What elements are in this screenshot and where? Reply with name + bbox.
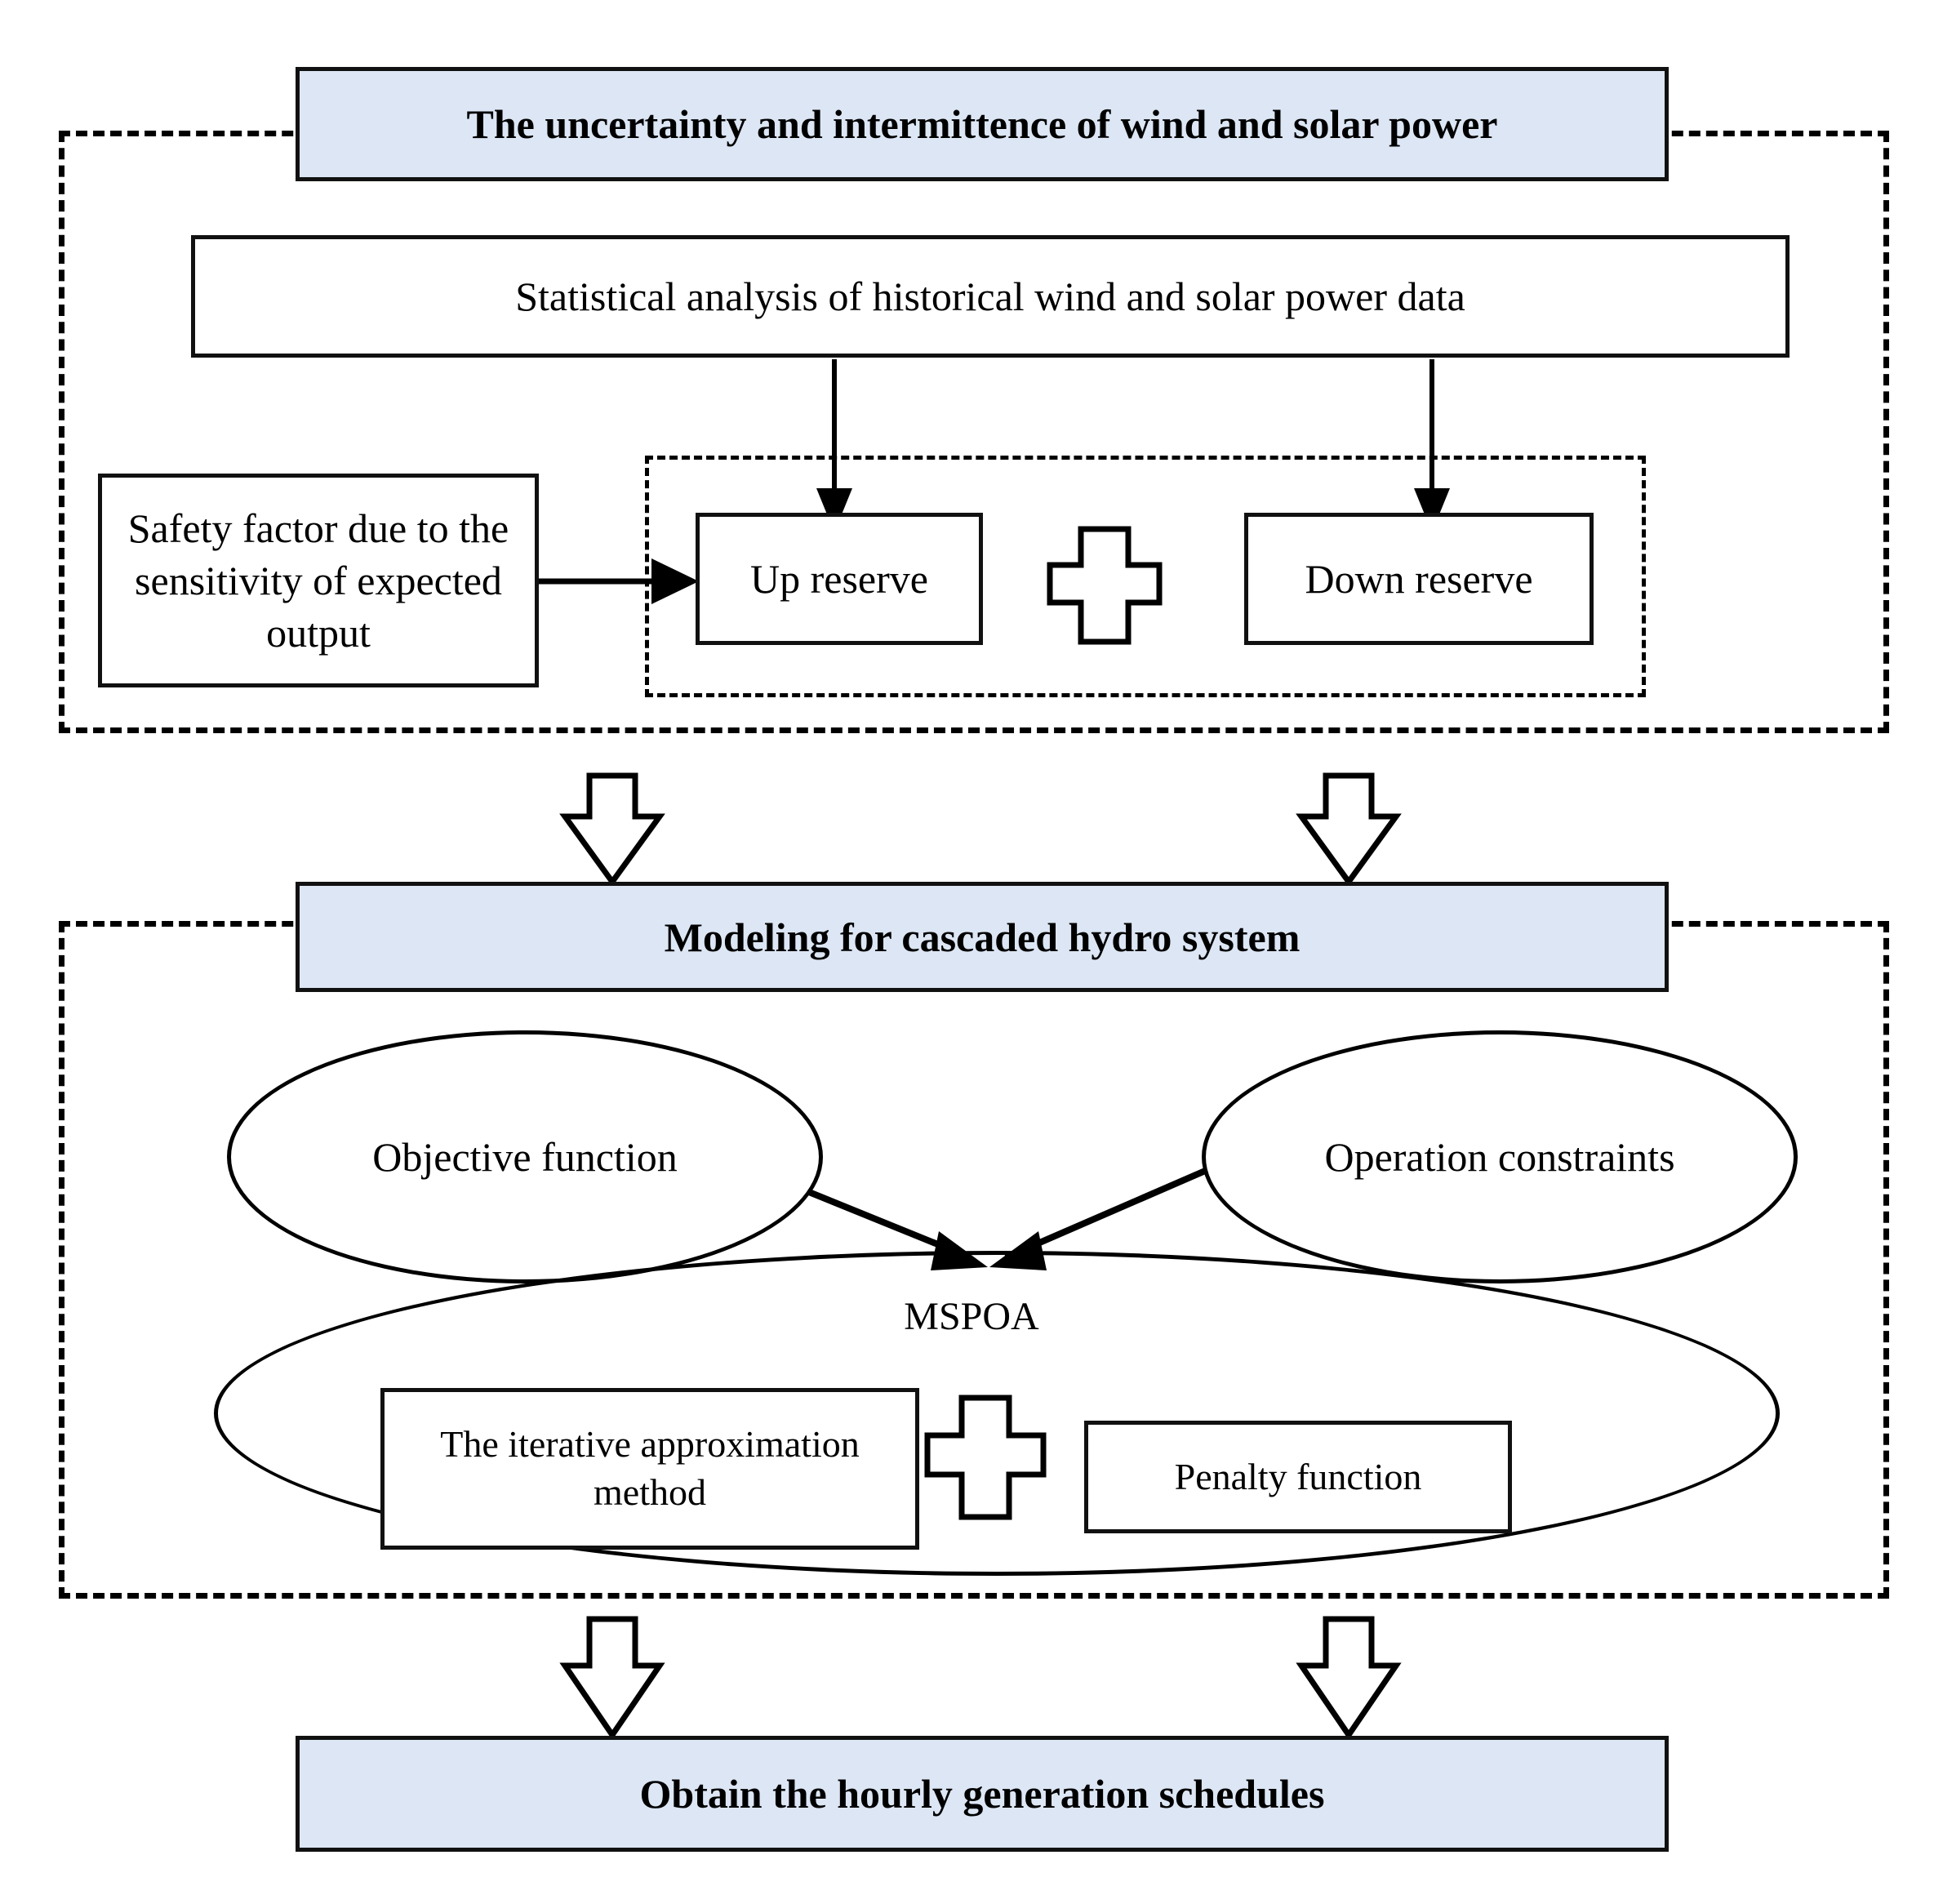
iterative-method-box: The iterative approximation method [380, 1388, 919, 1550]
up-reserve-box: Up reserve [696, 513, 983, 645]
header-band-uncertainty-label: The uncertainty and intermittence of win… [466, 101, 1498, 147]
objective-function-ellipse: Objective function [227, 1030, 823, 1283]
objective-function-label: Objective function [372, 1134, 678, 1180]
penalty-function-label: Penalty function [1174, 1455, 1422, 1497]
statistical-analysis-box: Statistical analysis of historical wind … [191, 235, 1790, 358]
header-band-modeling-label: Modeling for cascaded hydro system [664, 914, 1301, 960]
safety-factor-label: Safety factor due to the sensitivity of … [127, 505, 509, 656]
header-band-modeling: Modeling for cascaded hydro system [296, 882, 1669, 992]
operation-constraints-label: Operation constraints [1324, 1134, 1675, 1180]
block-arrow-down-left-1 [559, 772, 665, 887]
safety-factor-box: Safety factor due to the sensitivity of … [98, 474, 539, 687]
block-arrow-down-left-2 [559, 1616, 665, 1741]
down-reserve-box: Down reserve [1244, 513, 1594, 645]
header-band-output: Obtain the hourly generation schedules [296, 1736, 1669, 1852]
statistical-analysis-label: Statistical analysis of historical wind … [515, 274, 1465, 319]
mspoa-label-wrap: MSPOA [784, 1292, 1159, 1342]
iterative-method-label: The iterative approximation method [440, 1423, 860, 1513]
penalty-function-box: Penalty function [1084, 1421, 1512, 1533]
up-reserve-label: Up reserve [750, 556, 928, 602]
block-arrow-down-right-1 [1296, 772, 1402, 887]
block-arrow-down-right-2 [1296, 1616, 1402, 1741]
operation-constraints-ellipse: Operation constraints [1202, 1030, 1798, 1283]
header-band-output-label: Obtain the hourly generation schedules [639, 1771, 1325, 1817]
reserve-group-frame [645, 456, 1646, 697]
mspoa-ellipse [214, 1251, 1780, 1576]
mspoa-label: MSPOA [904, 1295, 1039, 1338]
header-band-uncertainty: The uncertainty and intermittence of win… [296, 67, 1669, 181]
down-reserve-label: Down reserve [1305, 556, 1533, 602]
